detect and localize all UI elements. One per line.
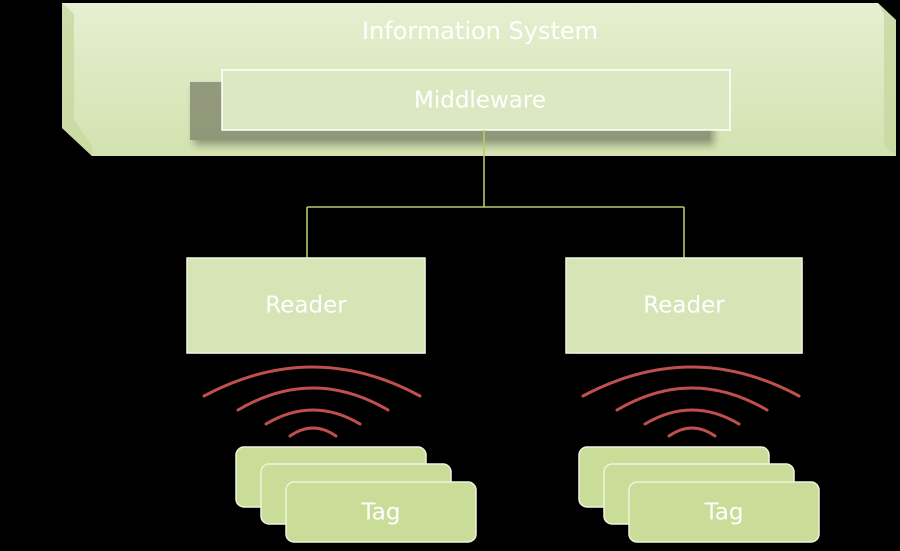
reader-right-label: Reader <box>643 293 725 319</box>
reader-left: Reader <box>186 257 426 354</box>
tag-stack-right: Tag <box>578 446 820 543</box>
reader-right: Reader <box>565 257 803 354</box>
information-system-label: Information System <box>362 17 598 45</box>
signal-waves-left-icon <box>202 365 422 438</box>
reader-left-label: Reader <box>265 293 347 319</box>
reader-left-box <box>186 257 426 354</box>
information-system-bevel-right <box>878 3 896 156</box>
reader-right-box <box>565 257 803 354</box>
signal-waves-right-icon <box>581 365 801 438</box>
tag-right-front <box>628 481 820 543</box>
connector-lines <box>306 130 685 258</box>
tag-left-front <box>285 481 477 543</box>
tag-left-label: Tag <box>361 500 401 526</box>
middleware-label: Middleware <box>414 88 546 114</box>
middleware-block: Middleware <box>190 69 731 140</box>
tag-right-label: Tag <box>704 500 744 526</box>
information-system-bevel-left <box>62 3 92 156</box>
middleware-box <box>221 69 731 131</box>
tag-stack-left: Tag <box>235 446 477 543</box>
